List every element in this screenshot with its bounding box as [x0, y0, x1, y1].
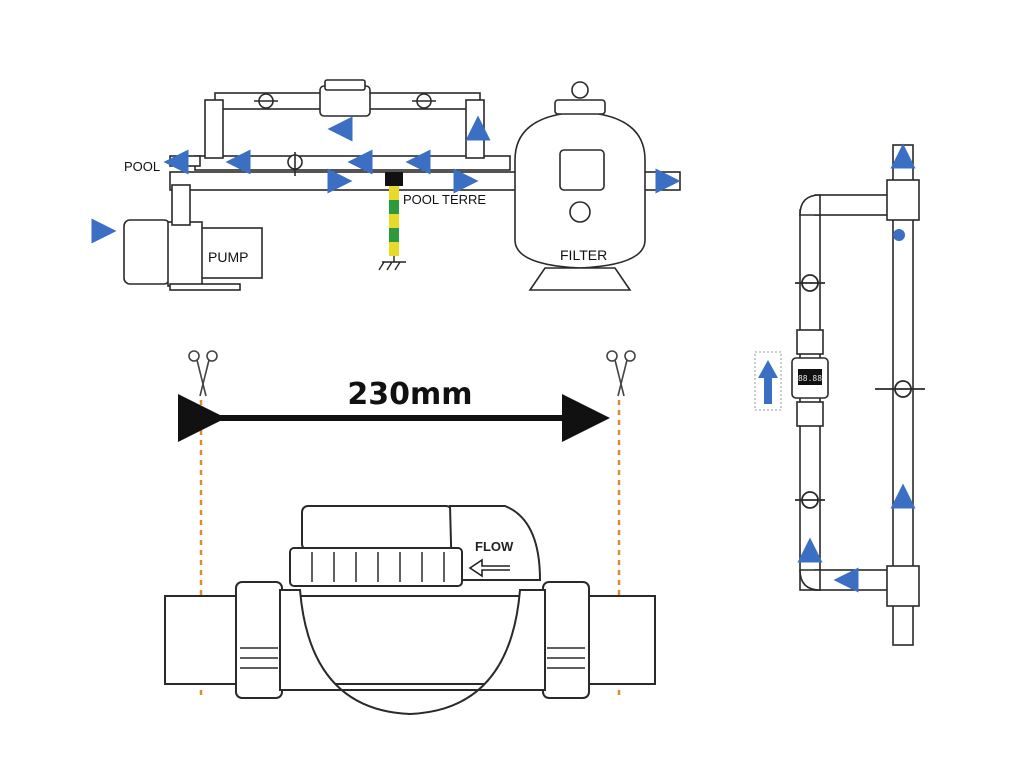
flow-meter-unit	[164, 505, 656, 716]
bypass-top-branch	[814, 194, 896, 216]
pump-base	[169, 283, 241, 291]
flow-direction-icon	[468, 558, 510, 578]
flow-arrows-right	[797, 143, 916, 593]
filter-lid	[554, 99, 606, 115]
right-union-nut	[542, 581, 590, 699]
top-elbow	[799, 194, 821, 216]
filter-drain	[569, 201, 591, 223]
bypass-vertical-pipe	[799, 209, 821, 591]
knurl-lines	[240, 552, 585, 669]
left-union-nut	[235, 581, 283, 699]
controller-display-value: 88.88	[798, 374, 822, 383]
pump-label: PUMP	[208, 249, 248, 265]
meter-knurled-ring	[289, 547, 463, 587]
water-drop-icon	[893, 229, 905, 241]
scissors-icon-right	[606, 350, 636, 397]
pump-strainer	[123, 219, 171, 285]
bypass-valve-handles	[795, 274, 925, 509]
filter-lid-knob	[571, 81, 589, 99]
pool-label: POOL	[124, 159, 160, 174]
flow-label: FLOW	[475, 539, 514, 554]
ground-wire	[378, 172, 406, 271]
large-flow-arrow-frame	[754, 351, 782, 411]
bottom-elbow	[799, 569, 821, 591]
pump-housing	[167, 221, 203, 287]
scissors-icon-left	[188, 350, 218, 397]
bypass-meter-cap	[324, 79, 366, 91]
filter-valve	[559, 149, 605, 191]
pump-riser	[171, 184, 191, 226]
bypass-riser-left	[204, 99, 224, 159]
meter-union-top	[796, 329, 824, 355]
meter-head	[301, 505, 453, 551]
ground-icon	[378, 256, 406, 271]
meter-union-bottom	[796, 401, 824, 427]
meter-head-cover	[448, 505, 542, 581]
bypass-riser-right	[465, 99, 485, 159]
meter-body	[279, 589, 546, 716]
bottom-tee	[886, 565, 920, 607]
controller-display-screen	[798, 369, 822, 385]
dimension-label: 230mm	[347, 377, 472, 412]
pool-terre-label: POOL TERRE	[403, 192, 486, 207]
filter-stand	[528, 267, 632, 291]
flow-arrows-top	[91, 115, 681, 244]
filter-label: FILTER	[560, 247, 607, 263]
top-tee	[886, 179, 920, 221]
large-flow-arrow-icon	[758, 360, 778, 404]
